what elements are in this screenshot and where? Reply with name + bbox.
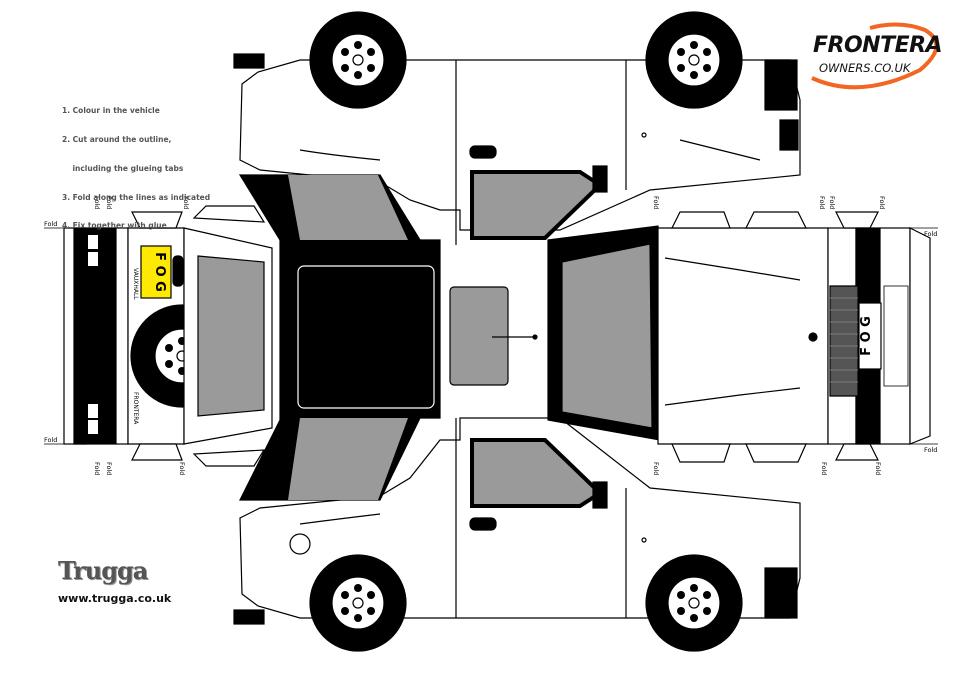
fold-label: Fold — [105, 196, 113, 209]
fold-label: Fold — [44, 220, 57, 228]
bonnet-panel — [657, 227, 829, 445]
website-link[interactable]: www.trugga.co.uk — [58, 592, 172, 605]
fold-label: Fold — [924, 230, 937, 238]
logo-subtitle: OWNERS.CO.UK — [819, 61, 911, 75]
front-grille-panel — [827, 211, 931, 461]
instruction-step: 1. Colour in the vehicle — [62, 106, 160, 116]
wheel-bottom-left — [309, 554, 407, 652]
fold-label: Fold — [874, 462, 882, 475]
fold-label: Fold — [652, 462, 660, 475]
instruction-step: 2. Cut around the outline, — [62, 134, 172, 144]
fold-lines — [44, 227, 938, 445]
frontera-logo: FRONTERA OWNERS.CO.UK — [805, 24, 950, 90]
fold-label: Fold — [44, 436, 57, 444]
fold-label: Fold — [878, 196, 886, 209]
fold-label: Fold — [93, 196, 101, 209]
logo-title: FRONTERA — [813, 33, 943, 58]
wheel-bottom-right — [645, 554, 743, 652]
instructions-list: 1. Colour in the vehicle 2. Cut around t… — [62, 87, 210, 250]
front-plate-text: F O G — [859, 316, 874, 356]
fold-label: Fold — [924, 446, 937, 454]
rear-plate-text: F O G — [152, 252, 167, 292]
rear-model-text: FRONTERA — [132, 392, 139, 425]
wheel-top-right — [645, 11, 743, 109]
windscreen-panel — [547, 225, 661, 441]
fold-label: Fold — [652, 196, 660, 209]
fold-label: Fold — [93, 462, 101, 475]
wheel-top-left — [309, 11, 407, 109]
fold-label: Fold — [182, 196, 190, 209]
rear-window-panel — [183, 205, 273, 467]
rear-make-text: VAUXHALL — [132, 268, 139, 300]
instruction-step: 4. Fix together with glue — [62, 221, 167, 231]
fold-label: Fold — [818, 196, 826, 209]
instruction-step: 3. Fold along the lines as indicated — [62, 192, 211, 202]
fold-label: Fold — [105, 462, 113, 475]
trugga-logo: Trugga — [58, 556, 148, 585]
bonnet-tabs — [671, 211, 807, 463]
fold-label: Fold — [178, 462, 186, 475]
roof-panel — [238, 174, 538, 501]
logo-swoosh — [811, 22, 939, 90]
fold-label: Fold — [828, 196, 836, 209]
instruction-step: including the glueing tabs — [62, 163, 184, 173]
fold-label: Fold — [820, 462, 828, 475]
